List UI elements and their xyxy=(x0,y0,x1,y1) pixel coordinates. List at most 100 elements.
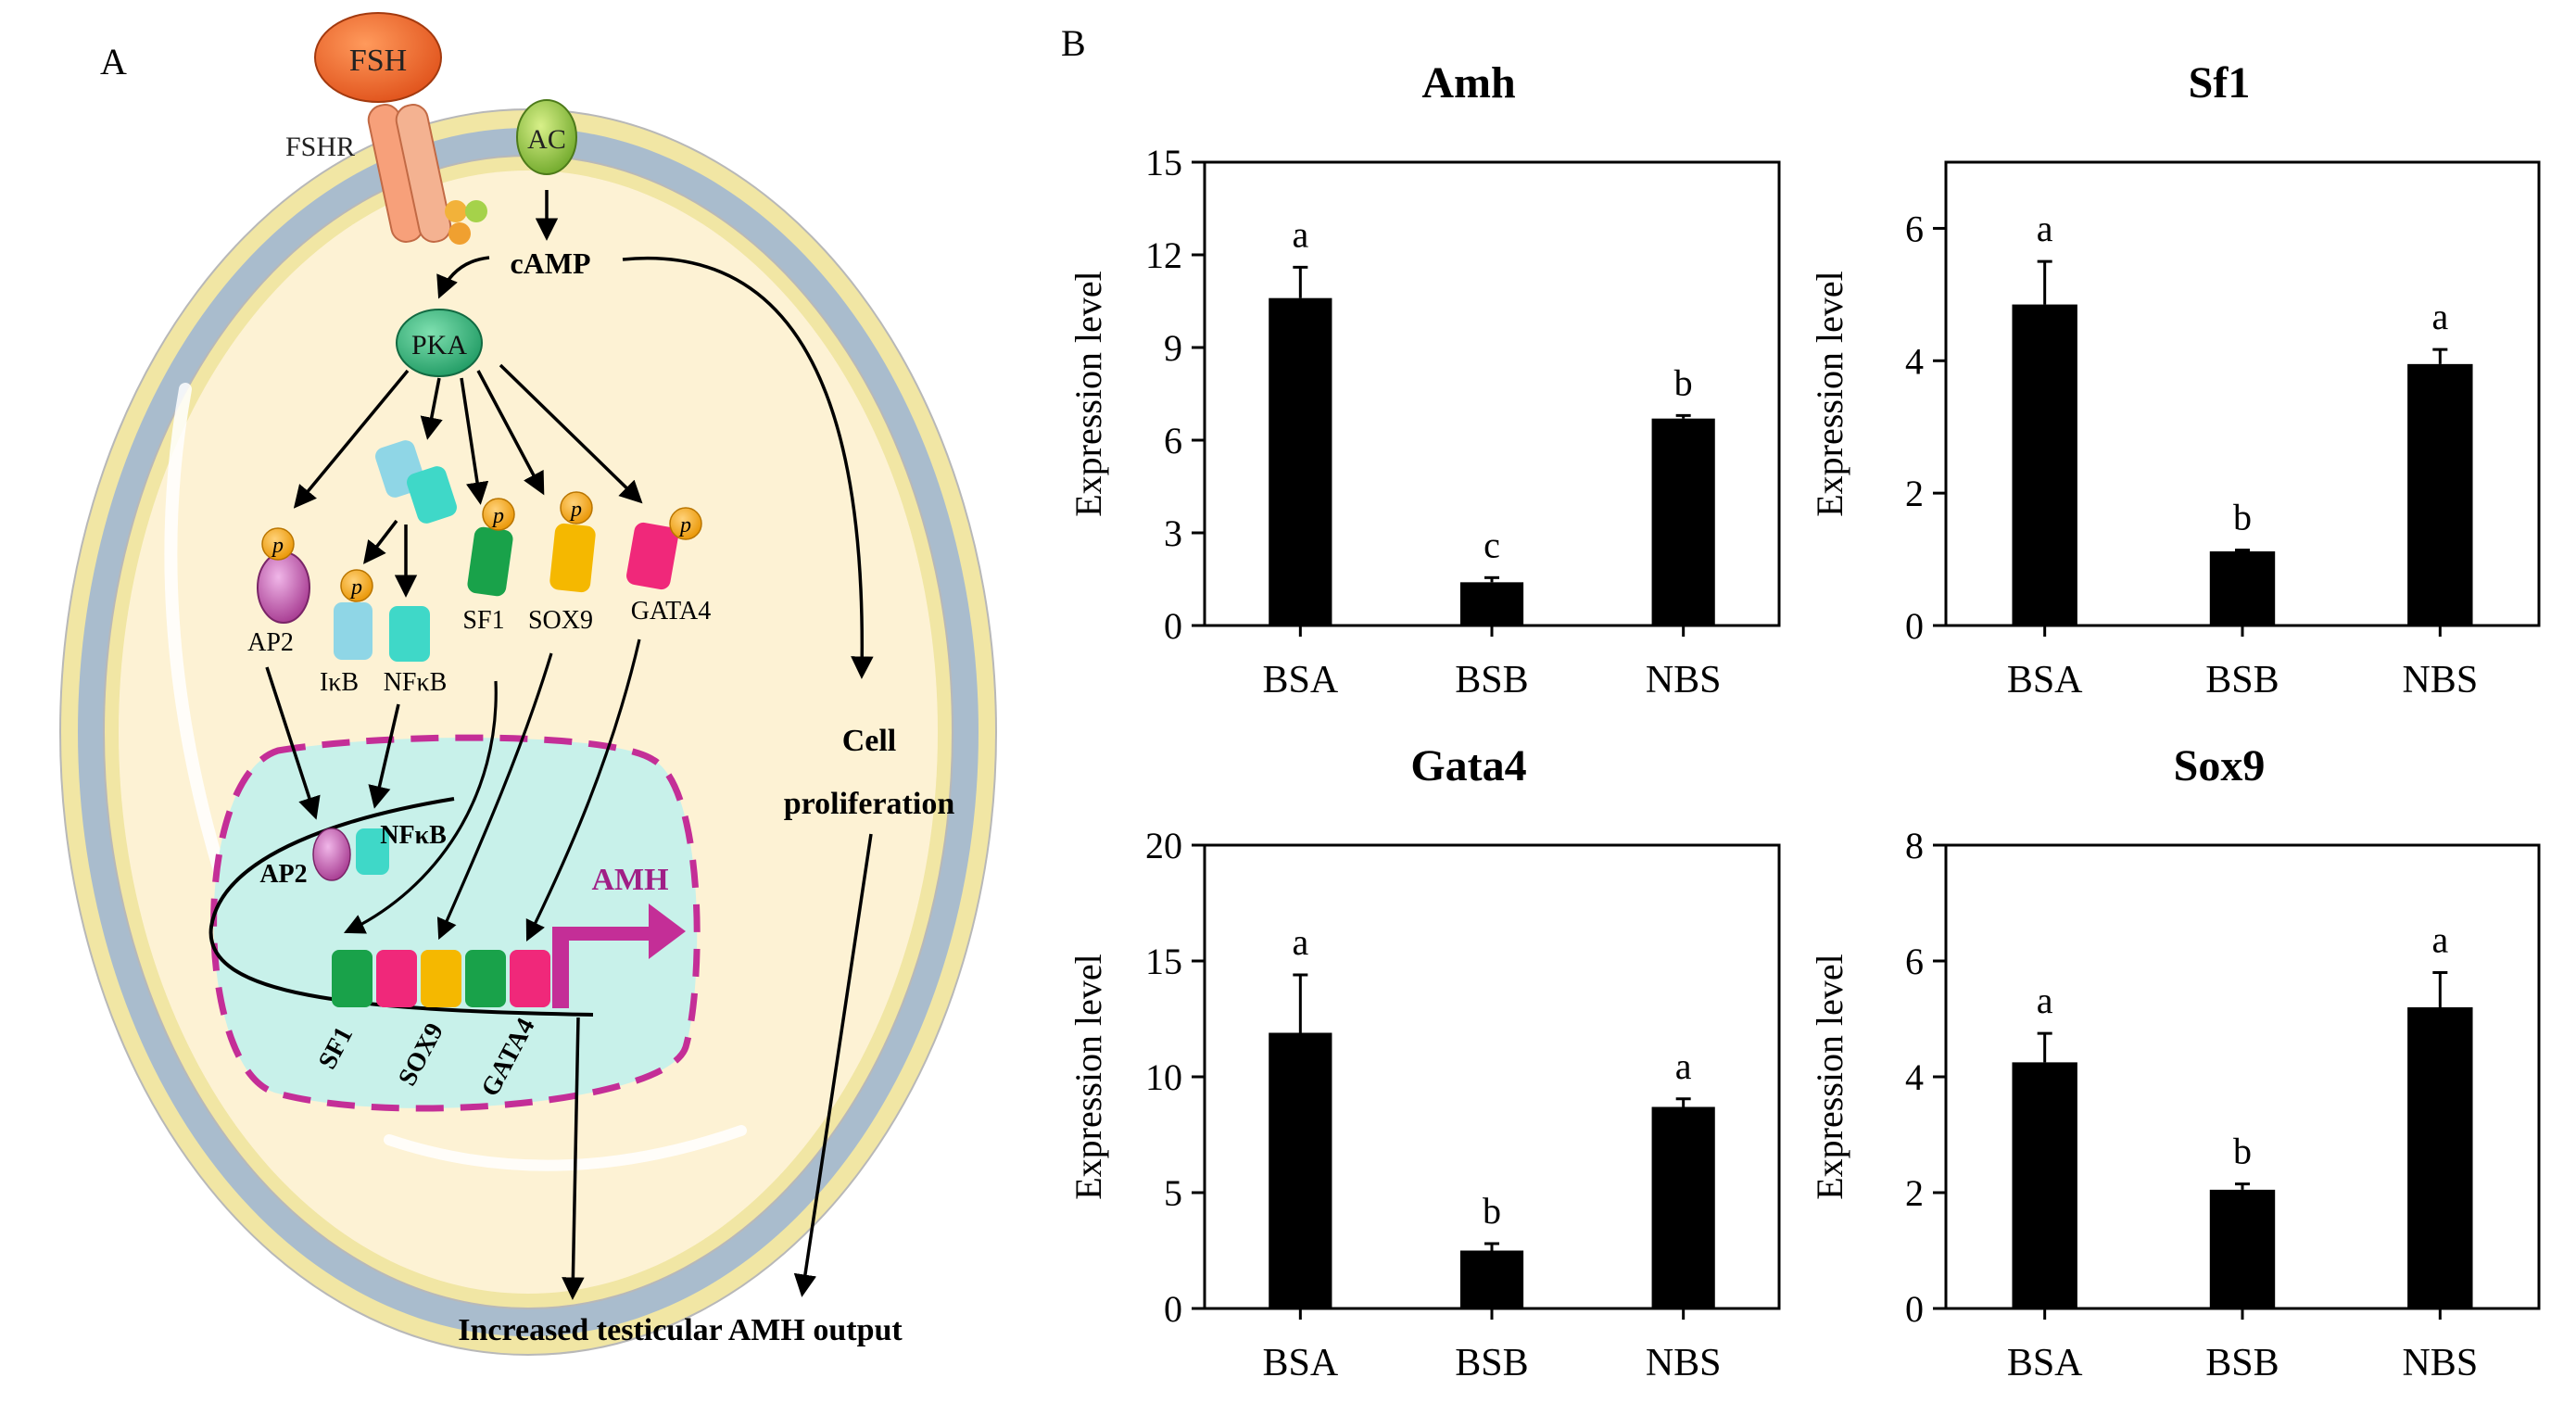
y-tick-label: 9 xyxy=(1164,327,1182,369)
bar-bsa xyxy=(1269,297,1332,626)
nucleus-nfkb-label: NFκB xyxy=(380,821,447,850)
ap2-label: AP2 xyxy=(247,628,294,657)
x-tick-label: NBS xyxy=(1646,1342,1722,1384)
y-tick-label: 15 xyxy=(1145,142,1182,183)
fshr-receptor xyxy=(367,104,487,245)
x-tick-label: NBS xyxy=(2402,1342,2478,1384)
sox9-label: SOX9 xyxy=(528,606,593,635)
y-axis-label: Expression level xyxy=(1067,954,1109,1200)
significance-letter: b xyxy=(2233,497,2252,538)
panel-a-label: A xyxy=(100,41,127,82)
y-tick-label: 6 xyxy=(1164,420,1182,461)
phospho-ap2: p xyxy=(271,534,284,558)
fsh-molecule xyxy=(314,12,442,103)
bar-bsb xyxy=(1459,582,1524,626)
amh-output-label: Increased testicular AMH output xyxy=(458,1313,903,1347)
cell-proliferation-label-1: Cell xyxy=(842,724,897,758)
y-tick-label: 0 xyxy=(1905,605,1924,647)
bar-nbs xyxy=(2407,363,2473,626)
x-tick-label: BSB xyxy=(1455,659,1528,702)
x-tick-label: BSA xyxy=(1262,1342,1338,1384)
y-tick-label: 2 xyxy=(1905,473,1924,514)
significance-letter: b xyxy=(1674,361,1693,403)
y-tick-label: 0 xyxy=(1164,605,1182,647)
x-tick-label: NBS xyxy=(1646,659,1722,702)
chart-title: Amh xyxy=(1421,58,1515,107)
x-tick-label: BSA xyxy=(2007,659,2083,702)
panel-b-label: B xyxy=(1061,22,1086,64)
x-tick-label: BSB xyxy=(1455,1342,1528,1384)
camp-label: cAMP xyxy=(510,246,590,280)
y-tick-label: 8 xyxy=(1905,825,1924,866)
y-axis-label: Expression level xyxy=(1809,954,1850,1200)
y-axis-label: Expression level xyxy=(1809,271,1850,517)
phospho-gata4: p xyxy=(678,513,691,537)
significance-letter: a xyxy=(1675,1045,1692,1087)
sf1-label: SF1 xyxy=(462,606,504,635)
cell-proliferation-label-2: proliferation xyxy=(784,787,955,821)
significance-letter: a xyxy=(2037,980,2053,1021)
x-tick-label: BSB xyxy=(2205,659,2279,702)
y-tick-label: 3 xyxy=(1164,512,1182,554)
ac-molecule xyxy=(516,99,577,175)
significance-letter: a xyxy=(2037,208,2053,249)
bar-bsa xyxy=(1269,1032,1332,1308)
cytoplasm xyxy=(119,171,938,1294)
significance-letter: c xyxy=(1484,524,1500,565)
significance-letter: a xyxy=(1292,921,1308,963)
chart-title: Sox9 xyxy=(2174,741,2266,790)
nucleus-amh-label: AMH xyxy=(591,863,668,897)
bar-nbs xyxy=(1651,1106,1715,1308)
bar-bsa xyxy=(2012,304,2077,626)
y-tick-label: 6 xyxy=(1905,208,1924,249)
x-tick-label: NBS xyxy=(2402,659,2478,702)
y-tick-label: 0 xyxy=(1164,1288,1182,1330)
chart-title: Sf1 xyxy=(2189,58,2251,107)
significance-letter: a xyxy=(1292,213,1308,255)
significance-letter: b xyxy=(1483,1190,1501,1232)
pka-molecule xyxy=(396,309,483,377)
fsh-label: FSH xyxy=(349,44,407,78)
significance-letter: a xyxy=(2431,296,2448,337)
gata4-label: GATA4 xyxy=(631,597,711,626)
ac-label: AC xyxy=(527,124,566,155)
y-tick-label: 20 xyxy=(1145,825,1182,866)
x-tick-label: BSA xyxy=(1262,659,1338,702)
y-tick-label: 6 xyxy=(1905,941,1924,982)
pka-label: PKA xyxy=(411,330,467,360)
bar-nbs xyxy=(2407,1007,2473,1308)
y-tick-label: 15 xyxy=(1145,941,1182,982)
bar-bsb xyxy=(2209,551,2276,626)
bar-nbs xyxy=(1651,418,1715,626)
bar-bsb xyxy=(2209,1189,2276,1308)
pathway-diagram: A FSH FSHR AC cAMP PKA Cell proliferatio… xyxy=(59,12,997,1356)
x-tick-label: BSB xyxy=(2205,1342,2279,1384)
y-tick-label: 4 xyxy=(1905,1056,1924,1098)
y-tick-label: 5 xyxy=(1164,1172,1182,1214)
y-tick-label: 0 xyxy=(1905,1288,1924,1330)
nucleus-ap2-label: AP2 xyxy=(259,860,307,889)
y-tick-label: 10 xyxy=(1145,1056,1182,1098)
phospho-sf1: p xyxy=(491,504,504,528)
significance-letter: a xyxy=(2431,919,2448,961)
y-tick-label: 2 xyxy=(1905,1172,1924,1214)
significance-letter: b xyxy=(2233,1131,2252,1172)
x-tick-label: BSA xyxy=(2007,1342,2083,1384)
bar-bsa xyxy=(2012,1062,2077,1308)
y-axis-label: Expression level xyxy=(1067,271,1109,517)
fshr-label: FSHR xyxy=(285,132,355,162)
chart-title: Gata4 xyxy=(1410,741,1526,790)
y-tick-label: 12 xyxy=(1145,234,1182,276)
ikb-label: IκB xyxy=(320,668,359,697)
bar-bsb xyxy=(1459,1250,1524,1308)
phospho-sox9: p xyxy=(569,498,582,522)
amh-transcription-arrow xyxy=(552,904,686,1008)
nfkb-label: NFκB xyxy=(384,668,448,697)
nucleus xyxy=(210,734,701,1112)
